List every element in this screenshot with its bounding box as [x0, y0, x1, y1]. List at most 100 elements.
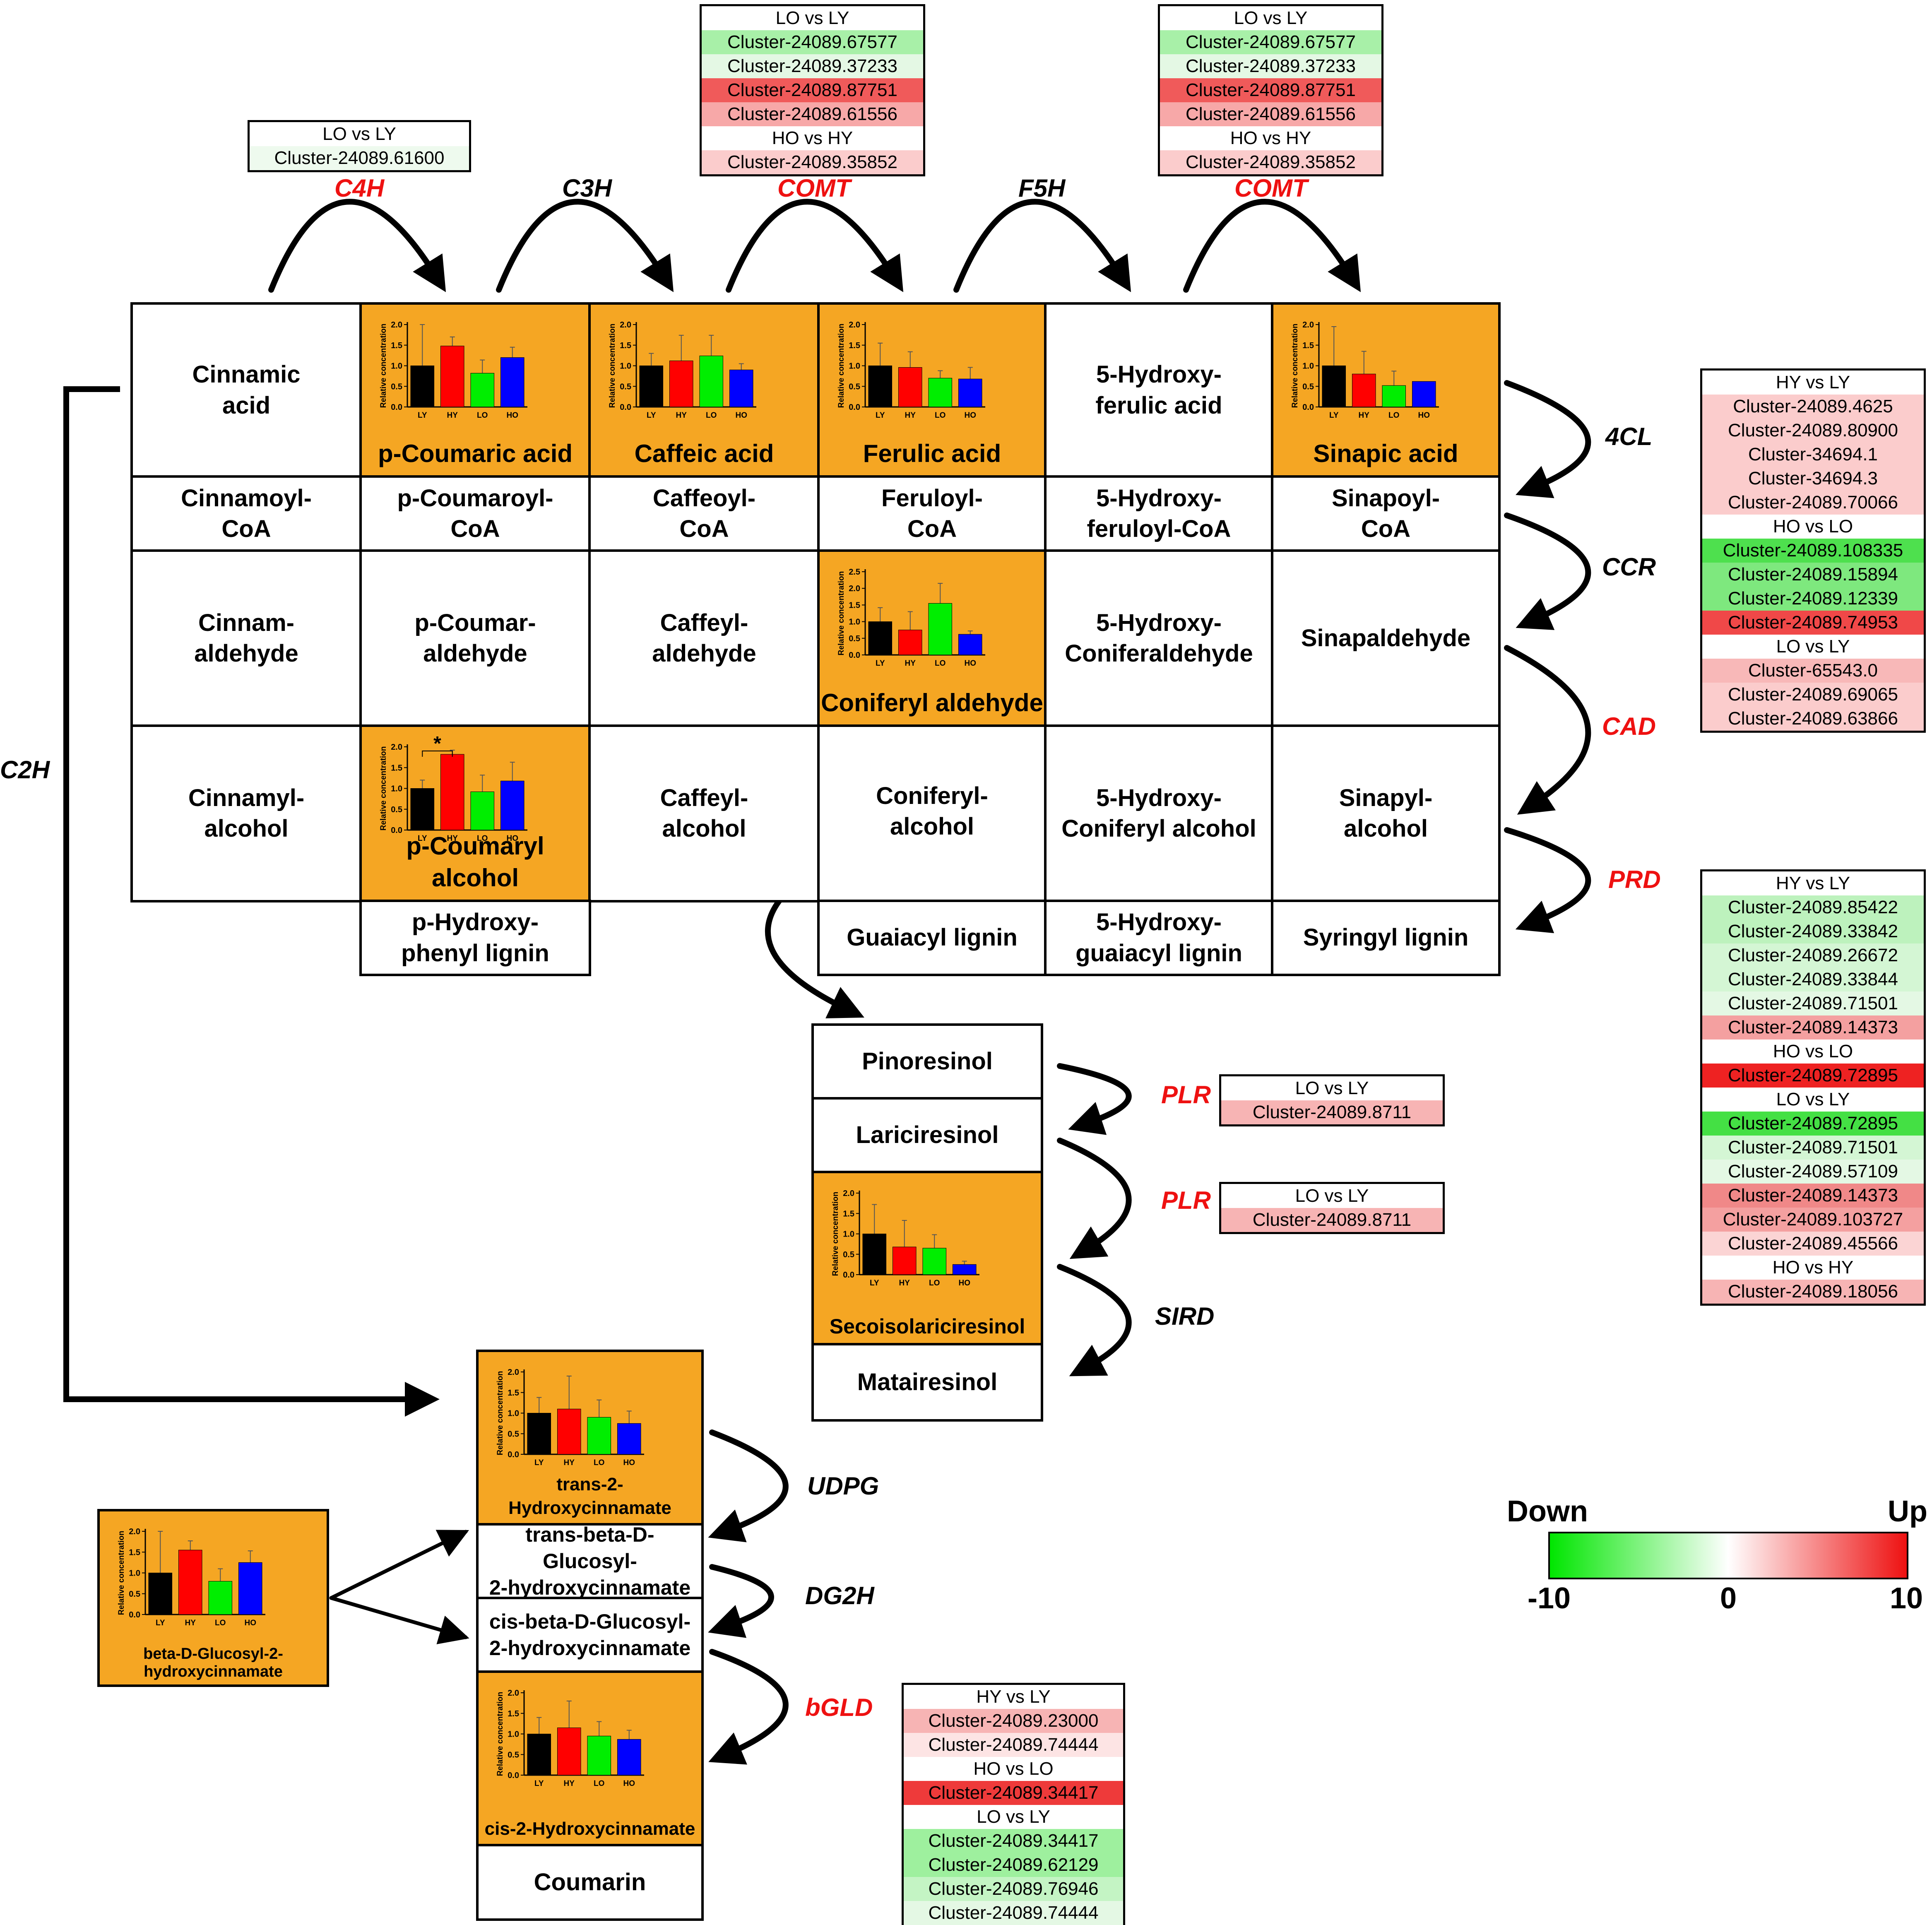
y-axis-label: Relative concentration: [831, 1192, 840, 1276]
x-tick-label: LO: [706, 411, 717, 420]
gene-row: Cluster-24089.26672: [1702, 943, 1924, 967]
y-tick-label: 1.5: [843, 1209, 854, 1218]
cell-coumarin: Coumarin: [476, 1844, 704, 1921]
gene-row: Cluster-24089.37233: [702, 54, 923, 78]
x-tick-label: HY: [899, 1279, 910, 1287]
bar-hy: [898, 630, 922, 655]
y-tick-label: 2.0: [849, 320, 860, 330]
y-tick-label: 0.0: [129, 1610, 140, 1619]
label-trans-2-hydroxycinnamate: trans-2-Hydroxycinnamate: [508, 1474, 671, 1518]
bar-ly: [410, 366, 435, 407]
cell-matairesinol: Matairesinol: [811, 1343, 1043, 1422]
enzyme-c4h: C4H: [334, 174, 385, 202]
comparison-header: LO vs LY: [1702, 1088, 1924, 1112]
x-tick-label: HO: [245, 1619, 257, 1627]
y-tick-label: 0.5: [620, 382, 631, 391]
y-tick-label: 1.0: [1302, 362, 1314, 371]
y-tick-label: 1.5: [849, 601, 860, 610]
comparison-header: LO vs LY: [1221, 1076, 1443, 1100]
enzyme-udpg: UDPG: [807, 1472, 879, 1500]
cell-caffeylaldehyde: Caffeyl- aldehyde: [588, 549, 820, 727]
bar-lo: [470, 373, 495, 407]
bar-ho: [729, 369, 753, 407]
x-tick-label: HO: [623, 1779, 635, 1788]
gene-row: Cluster-24089.108335: [1702, 539, 1924, 563]
arrow-comt2: [1183, 199, 1361, 293]
gene-row: Cluster-24089.15894: [1702, 563, 1924, 587]
cell-5-hydroxyconiferaldehyde: 5-Hydroxy- Coniferaldehyde: [1044, 549, 1274, 727]
bar-ly: [527, 1413, 551, 1455]
comparison-header: HO vs LO: [1702, 1040, 1924, 1064]
gene-row: Cluster-24089.74444: [904, 1901, 1123, 1925]
y-tick-label: 1.0: [843, 1230, 854, 1239]
bar-ho: [958, 378, 982, 407]
gene-row: Cluster-65543.0: [1702, 659, 1924, 683]
bar-ho: [500, 357, 525, 407]
gene-row: Cluster-24089.61556: [1160, 102, 1381, 126]
cell-coniferyl-alcohol: Coniferyl- alcohol: [817, 724, 1047, 902]
y-axis-label: Relative concentration: [379, 324, 388, 408]
arrow-udpg: [708, 1429, 789, 1542]
bar-ly: [148, 1573, 173, 1615]
bar-lo: [587, 1735, 611, 1776]
x-tick-label: HY: [564, 1458, 575, 1467]
enzyme-comt-2: COMT: [1234, 174, 1308, 202]
gene-row: Cluster-24089.62129: [904, 1853, 1123, 1877]
label-p-coumaric-acid: p-Coumaric acid: [378, 440, 573, 468]
gene-row: Cluster-24089.14373: [1702, 1184, 1924, 1208]
x-tick-label: LO: [594, 1458, 604, 1467]
legend-up-label: Up: [1888, 1495, 1927, 1528]
x-tick-label: HO: [507, 411, 519, 420]
x-tick-label: LY: [156, 1619, 165, 1627]
gene-row: Cluster-24089.61600: [250, 146, 469, 170]
arrow-beta-to-cis: [329, 1596, 469, 1644]
x-tick-label: LO: [1388, 411, 1399, 420]
y-tick-label: 0.0: [849, 403, 860, 412]
x-tick-label: LO: [935, 659, 946, 668]
cell-cinnamaldehyde: Cinnam- aldehyde: [130, 549, 362, 727]
x-tick-label: LY: [647, 411, 656, 420]
y-tick-label: 1.5: [391, 341, 402, 350]
arrow-comt1: [726, 199, 904, 293]
gene-row: Cluster-24089.37233: [1160, 54, 1381, 78]
y-axis-label: Relative concentration: [379, 746, 388, 831]
label-p-coumaryl-alcohol: p-Coumaryl alcohol: [406, 832, 544, 892]
legend-zero-label: 0: [1720, 1582, 1737, 1615]
gene-row: Cluster-24089.80900: [1702, 419, 1924, 443]
y-tick-label: 1.5: [508, 1388, 519, 1398]
cell-pinoresinol: Pinoresinol: [811, 1023, 1043, 1100]
cell-5-hydroxyferuloyl-coa: 5-Hydroxy- feruloyl-CoA: [1044, 475, 1274, 552]
x-tick-label: HO: [507, 834, 519, 843]
y-axis-label: Relative concentration: [496, 1371, 505, 1456]
comparison-header: HY vs LY: [1702, 371, 1924, 395]
y-tick-label: 0.5: [849, 634, 860, 643]
bar-ho: [500, 780, 525, 830]
enzyme-4cl: 4CL: [1605, 423, 1653, 450]
cell-feruloyl-coa: Feruloyl- CoA: [817, 475, 1047, 552]
y-tick-label: 2.0: [391, 743, 402, 752]
label-beta-glucosyl: beta-D-Glucosyl-2- hydroxycinnamate: [143, 1645, 283, 1681]
y-tick-label: 1.0: [508, 1730, 519, 1739]
gene-row: Cluster-24089.18056: [1702, 1280, 1924, 1304]
significance-star: *: [433, 733, 441, 755]
y-tick-label: 0.0: [1302, 403, 1314, 412]
bar-ho: [617, 1739, 641, 1776]
gene-row: Cluster-24089.14373: [1702, 1015, 1924, 1040]
comparison-header: HO vs HY: [1160, 126, 1381, 150]
x-tick-label: LO: [477, 834, 488, 843]
x-tick-label: HY: [676, 411, 687, 420]
bar-hy: [892, 1246, 917, 1275]
